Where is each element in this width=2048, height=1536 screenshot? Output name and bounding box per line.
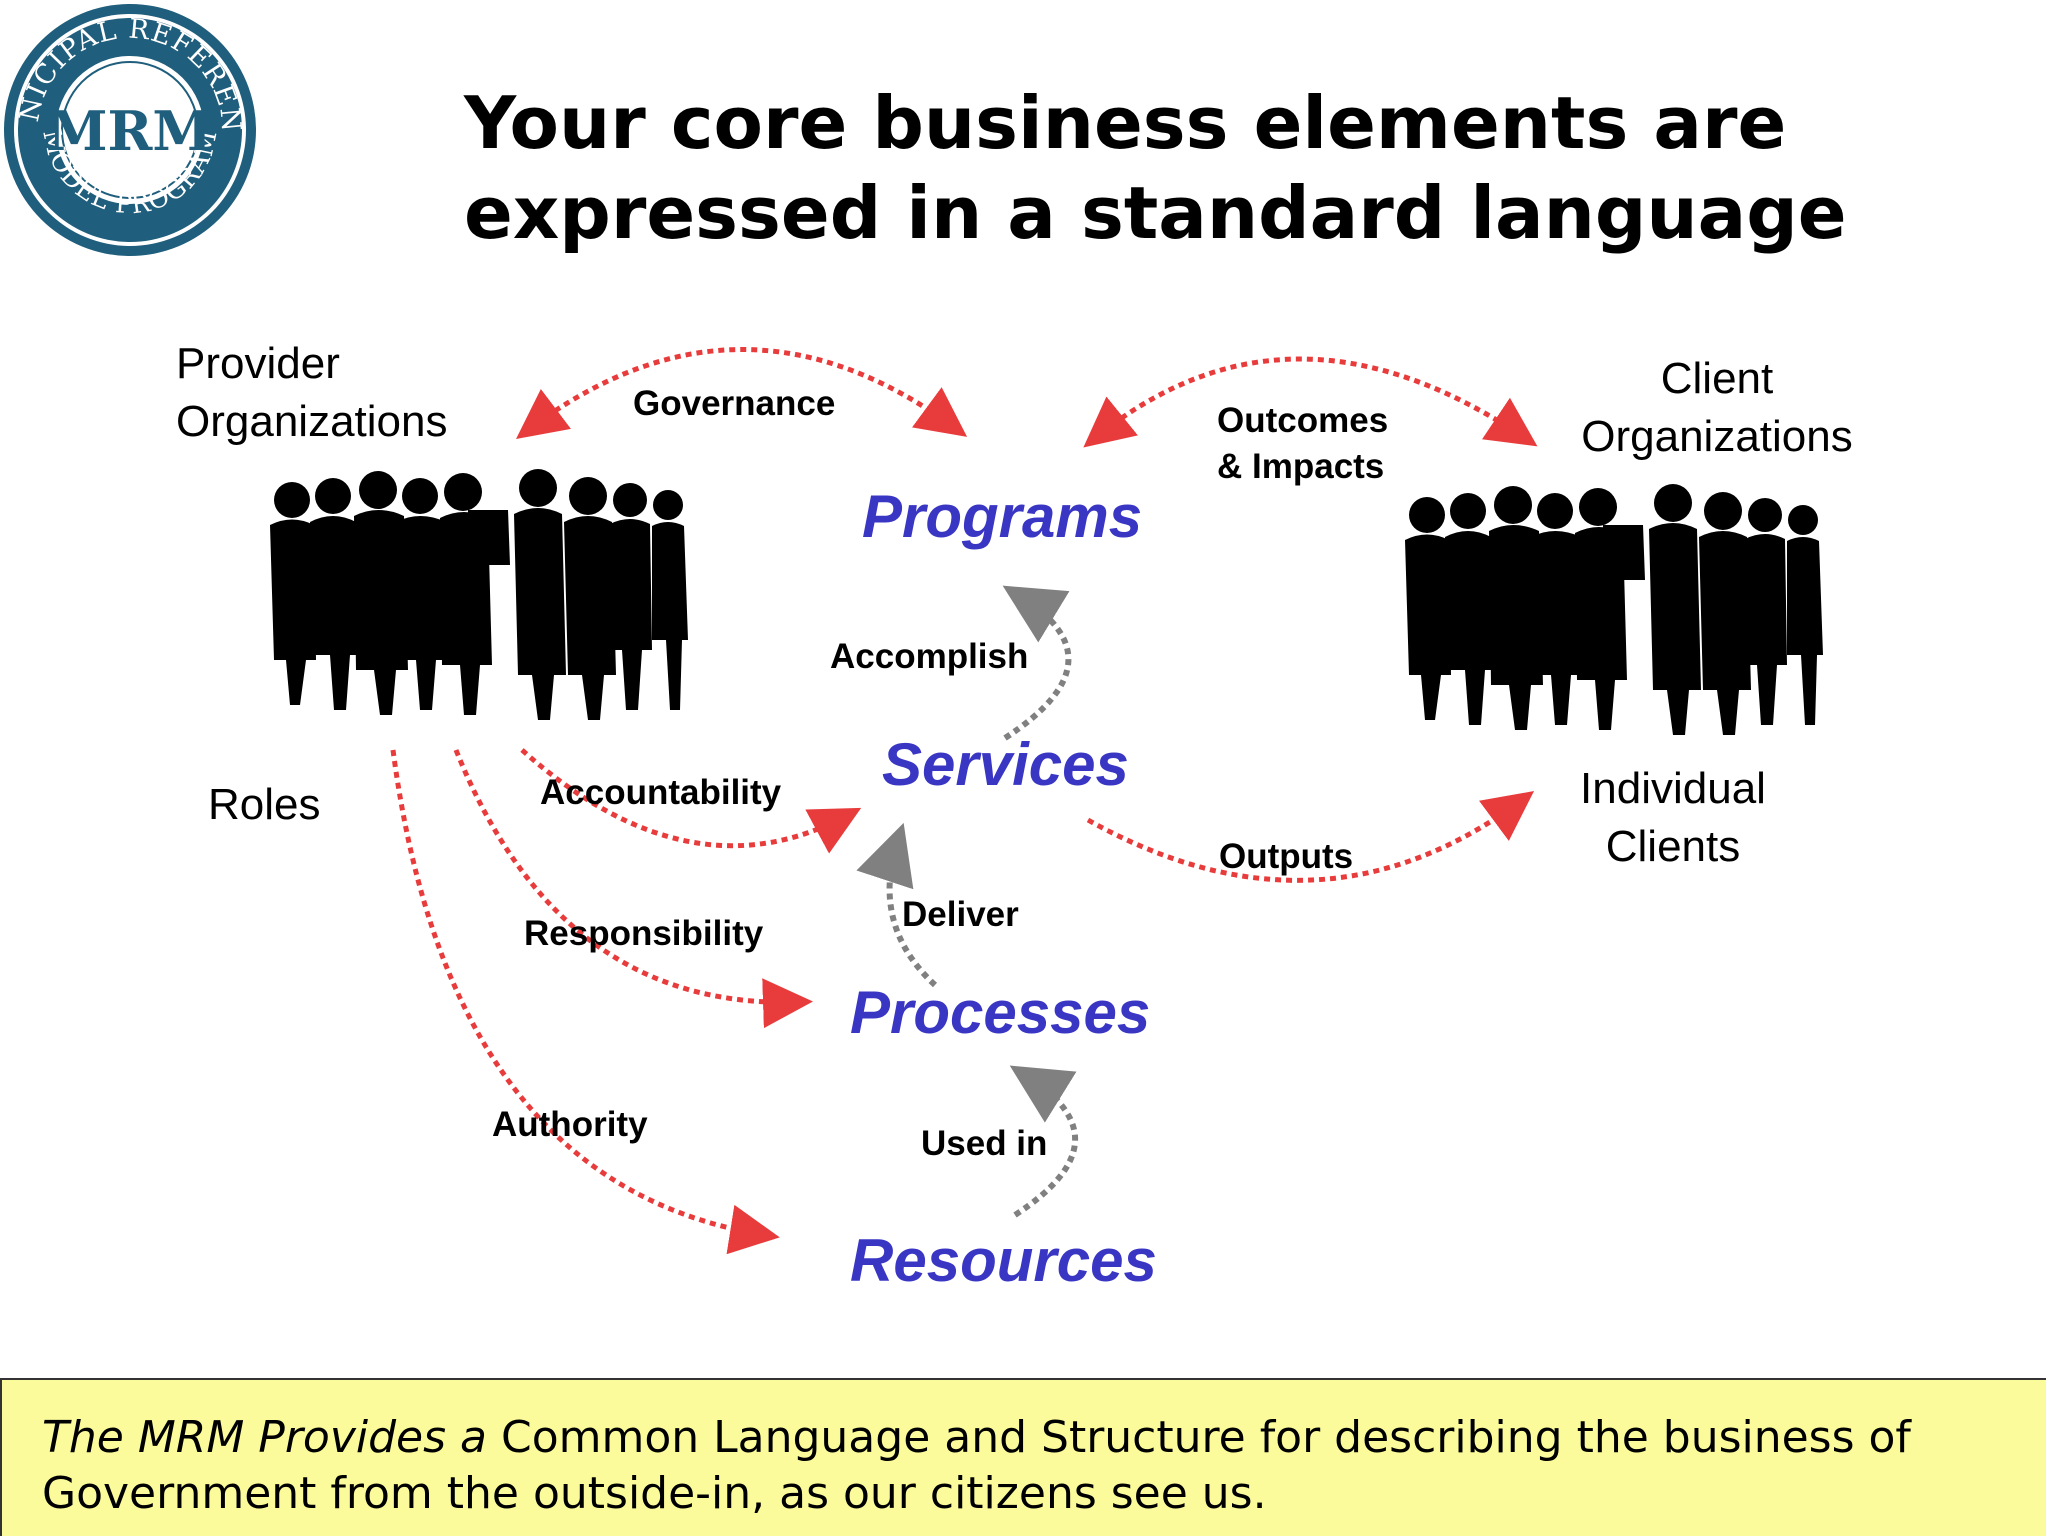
used-in-arrow — [1009, 1065, 1079, 1218]
footer-text: The MRM Provides a Common Language and S… — [42, 1410, 1911, 1522]
deliver-label: Deliver — [902, 895, 1019, 934]
mrm-seal-icon: MUNICIPAL REFERENCE MODEL PROGRAM MRM — [0, 0, 256, 256]
roles-label: Roles — [208, 780, 321, 829]
outputs-arrow — [1086, 791, 1535, 883]
accountability-label: Accountability — [540, 773, 782, 812]
governance-arrow — [516, 347, 968, 440]
footer-line-1-rest: Common Language and Structure for descri… — [486, 1412, 1911, 1463]
core-services: Services — [882, 731, 1129, 798]
deliver-arrow — [856, 822, 938, 988]
outcomes-arrow — [1083, 356, 1538, 448]
title-line-2: expressed in a standard language — [464, 171, 1847, 255]
accountability-arrow — [520, 748, 862, 854]
provider-organizations-label: Provider Organizations — [176, 339, 448, 446]
outputs-label: Outputs — [1219, 837, 1354, 876]
footer-line-2: Government from the outside-in, as our c… — [42, 1468, 1267, 1519]
core-processes: Processes — [850, 979, 1151, 1046]
authority-label: Authority — [492, 1105, 648, 1144]
core-programs: Programs — [862, 483, 1143, 550]
client-organizations-label: Client Organizations — [1581, 354, 1853, 461]
mrm-logo: MUNICIPAL REFERENCE MODEL PROGRAM MRM — [0, 0, 260, 260]
footer-callout: The MRM Provides a Common Language and S… — [0, 1378, 2046, 1536]
governance-label: Governance — [633, 384, 836, 423]
title-line-1: Your core business elements are — [464, 81, 1787, 165]
authority-arrow — [390, 749, 780, 1255]
page-title: Your core business elements are expresse… — [464, 78, 1847, 258]
logo-center-text: MRM — [48, 99, 212, 163]
accomplish-arrow — [1002, 585, 1072, 741]
used-in-label: Used in — [921, 1124, 1048, 1163]
core-resources: Resources — [850, 1227, 1157, 1294]
responsibility-label: Responsibility — [524, 914, 764, 953]
provider-people-icon — [270, 469, 1823, 735]
accomplish-label: Accomplish — [830, 637, 1029, 676]
footer-line-1: The MRM Provides a Common Language and S… — [42, 1410, 1911, 1466]
individual-clients-label: Individual Clients — [1580, 764, 1766, 871]
footer-italic-lead: The MRM Provides a — [42, 1412, 487, 1463]
outcomes-label: Outcomes & Impacts — [1217, 401, 1389, 486]
